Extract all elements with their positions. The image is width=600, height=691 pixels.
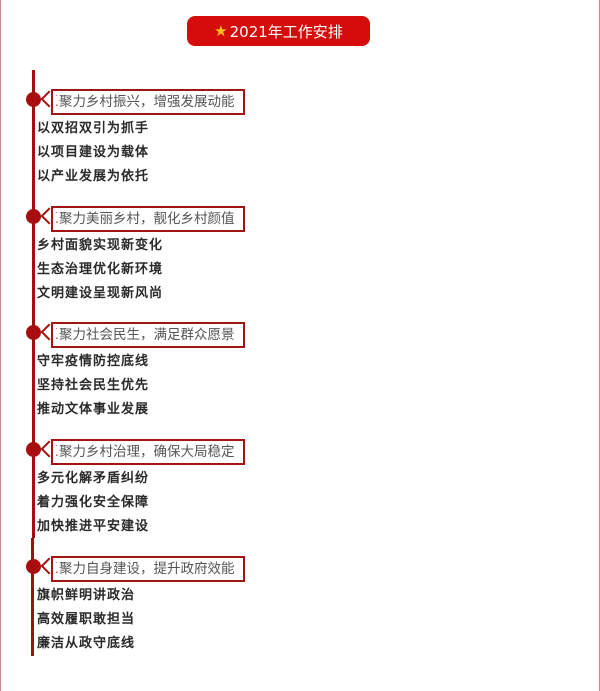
list-item: 廉洁从政守底线 (37, 635, 136, 651)
timeline-dot-icon (26, 325, 41, 341)
timeline-line (32, 70, 35, 538)
list-item: 多元化解矛盾纠纷 (37, 471, 150, 487)
timeline-dot-icon (26, 558, 41, 574)
star-icon: ★ (214, 22, 228, 40)
timeline-dot-icon (26, 92, 41, 107)
timeline-dot-icon (26, 208, 41, 224)
section-items: 乡村面貌实现新变化生态治理优化新环境文明建设呈现新风尚 (37, 234, 163, 306)
list-item: 着力强化安全保障 (37, 495, 150, 511)
list-item: 高效履职敢担当 (37, 611, 136, 627)
section-heading: 聚力乡村治理，确保大局稳定 (51, 432, 245, 466)
section-items: 多元化解矛盾纠纷着力强化安全保障加快推进平安建设 (37, 467, 149, 539)
list-item: 乡村面貌实现新变化 (37, 237, 164, 253)
section-items: 守牢疫情防控底线坚持社会民生优先推动文体事业发展 (37, 350, 149, 422)
section-heading: 聚力美丽乡村，靓化乡村颜值 (51, 199, 245, 232)
list-item: 文明建设呈现新风尚 (37, 285, 164, 301)
list-item: 以双招双引为抓手 (37, 121, 150, 136)
section-items: 以双招双引为抓手以项目建设为载体以产业发展为依托 (37, 117, 149, 189)
timeline-dot-icon (26, 442, 41, 458)
section-heading: 聚力乡村振兴，增强发展动能 (51, 82, 245, 115)
list-item: 旗帜鲜明讲政治 (37, 587, 136, 603)
list-item: 坚持社会民生优先 (37, 378, 150, 394)
title-text: 2021年工作安排 (229, 22, 343, 41)
list-item: 以项目建设为载体 (37, 145, 150, 160)
list-item: 以产业发展为依托 (37, 169, 150, 184)
list-item: 生态治理优化新环境 (37, 261, 164, 277)
title-banner: ★ 2021年工作安排 (187, 16, 370, 46)
list-item: 守牢疫情防控底线 (37, 354, 150, 370)
section-heading: 聚力社会民生，满足群众愿景 (51, 315, 245, 349)
list-item: 加快推进平安建设 (37, 519, 150, 535)
section-items: 旗帜鲜明讲政治高效履职敢担当廉洁从政守底线 (37, 584, 135, 656)
section-heading: 聚力自身建设，提升政府效能 (51, 549, 245, 582)
list-item: 推动文体事业发展 (37, 402, 150, 418)
timeline-line (31, 538, 34, 656)
